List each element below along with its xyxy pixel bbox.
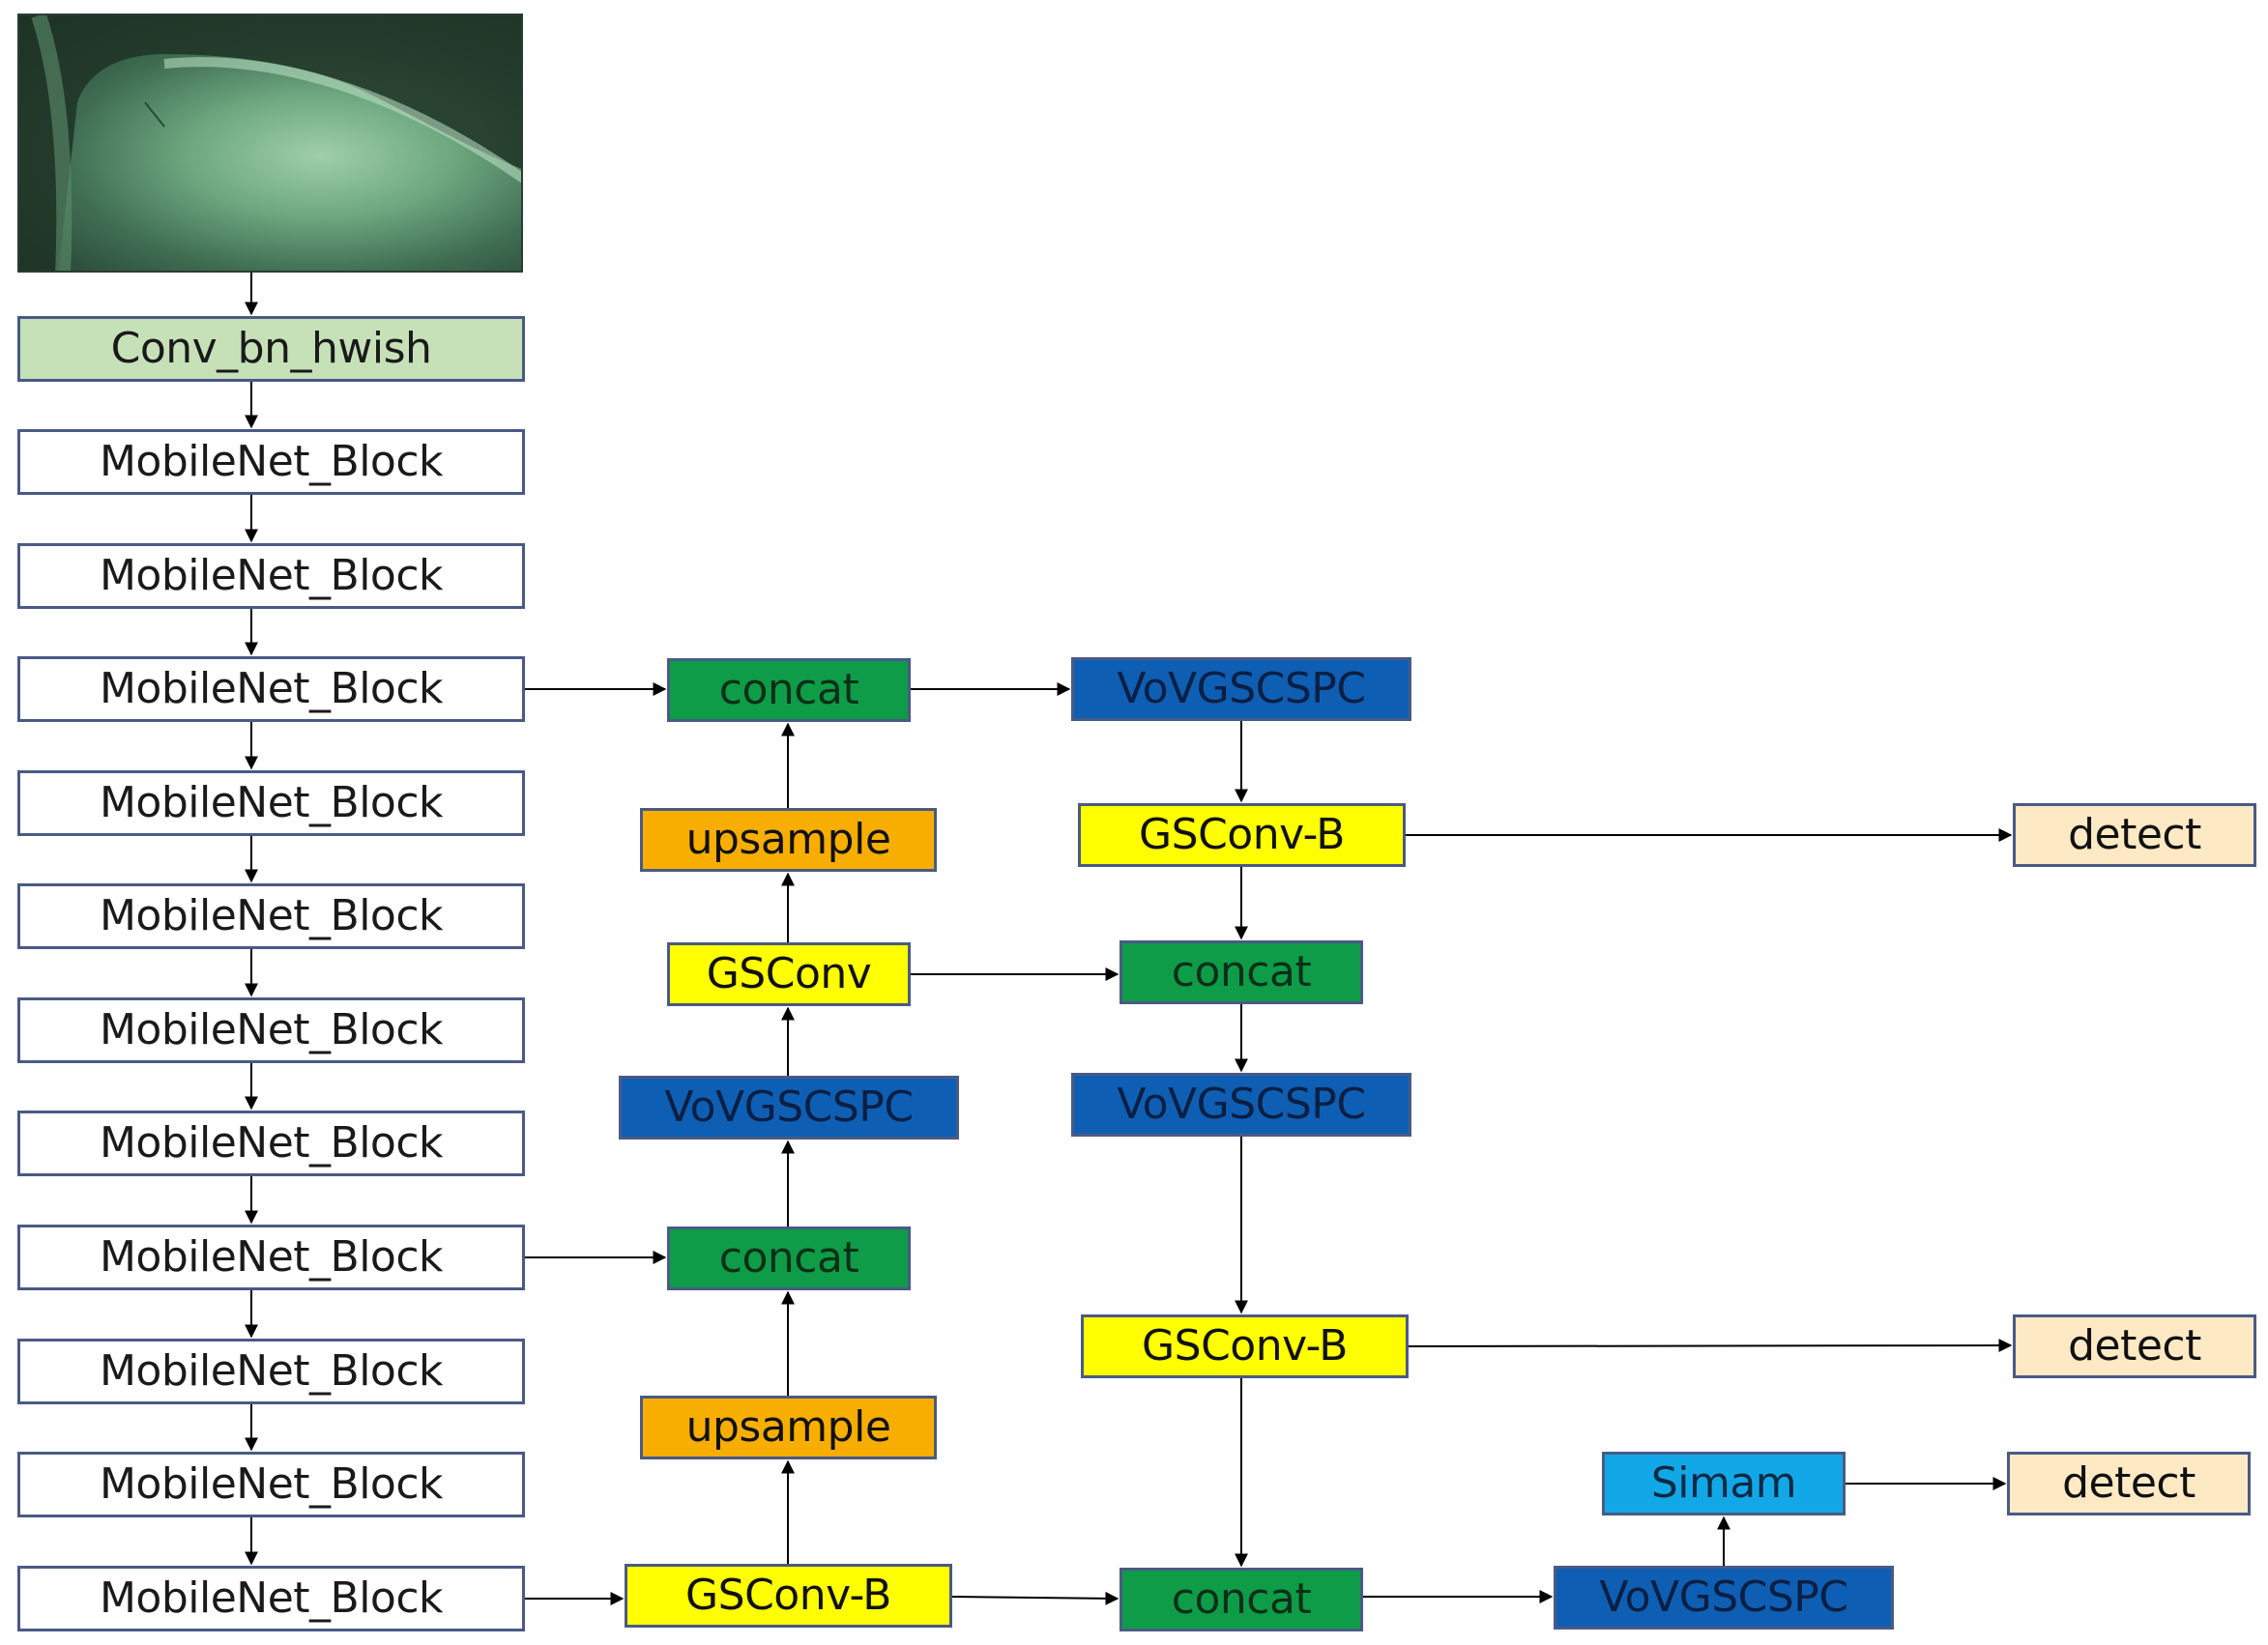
mobilenet-block-6: MobileNet_Block (17, 997, 525, 1063)
mobilenet-block-4: MobileNet_Block (17, 770, 525, 836)
arrow-gsconv-b-2-to-detect-2 (1408, 1339, 2013, 1353)
photo-of-blade-icon (19, 15, 521, 271)
conv-bn-hwish-block: Conv_bn_hwish (17, 316, 525, 382)
detect-block-2: detect (2013, 1314, 2256, 1378)
concat-block-middle: concat (667, 1227, 911, 1290)
vovgscspc-block-right: VoVGSCSPC (1071, 1073, 1411, 1137)
mobilenet-block-11: MobileNet_Block (17, 1566, 525, 1631)
mobilenet-block-5: MobileNet_Block (17, 883, 525, 949)
mobilenet-block-2: MobileNet_Block (17, 543, 525, 609)
upsample-block-2: upsample (640, 1396, 937, 1459)
vovgscspc-block-left: VoVGSCSPC (619, 1076, 959, 1140)
vovgscspc-block-bottom: VoVGSCSPC (1554, 1566, 1894, 1630)
mobilenet-block-1: MobileNet_Block (17, 429, 525, 495)
input-image (17, 14, 523, 273)
detect-block-3: detect (2007, 1452, 2251, 1515)
gsconv-block: GSConv (667, 942, 911, 1006)
upsample-block-1: upsample (640, 808, 937, 872)
mobilenet-block-9: MobileNet_Block (17, 1339, 525, 1404)
mobilenet-block-10: MobileNet_Block (17, 1452, 525, 1517)
gsconv-b-block-1: GSConv-B (1078, 803, 1406, 867)
concat-block-top: concat (667, 658, 911, 722)
simam-block: Simam (1602, 1452, 1846, 1515)
gsconv-b-block-2: GSConv-B (1081, 1314, 1409, 1378)
concat-block-right: concat (1119, 940, 1363, 1004)
gsconv-b-block-bottom-left: GSConv-B (625, 1564, 952, 1628)
mobilenet-block-7: MobileNet_Block (17, 1111, 525, 1176)
mobilenet-block-3: MobileNet_Block (17, 656, 525, 722)
concat-block-bottom: concat (1119, 1568, 1363, 1631)
vovgscspc-block-top: VoVGSCSPC (1071, 657, 1411, 721)
detect-block-1: detect (2013, 803, 2256, 867)
mobilenet-block-8: MobileNet_Block (17, 1225, 525, 1290)
arrow-gsconv-b-to-concat-bottom (951, 1591, 1119, 1605)
